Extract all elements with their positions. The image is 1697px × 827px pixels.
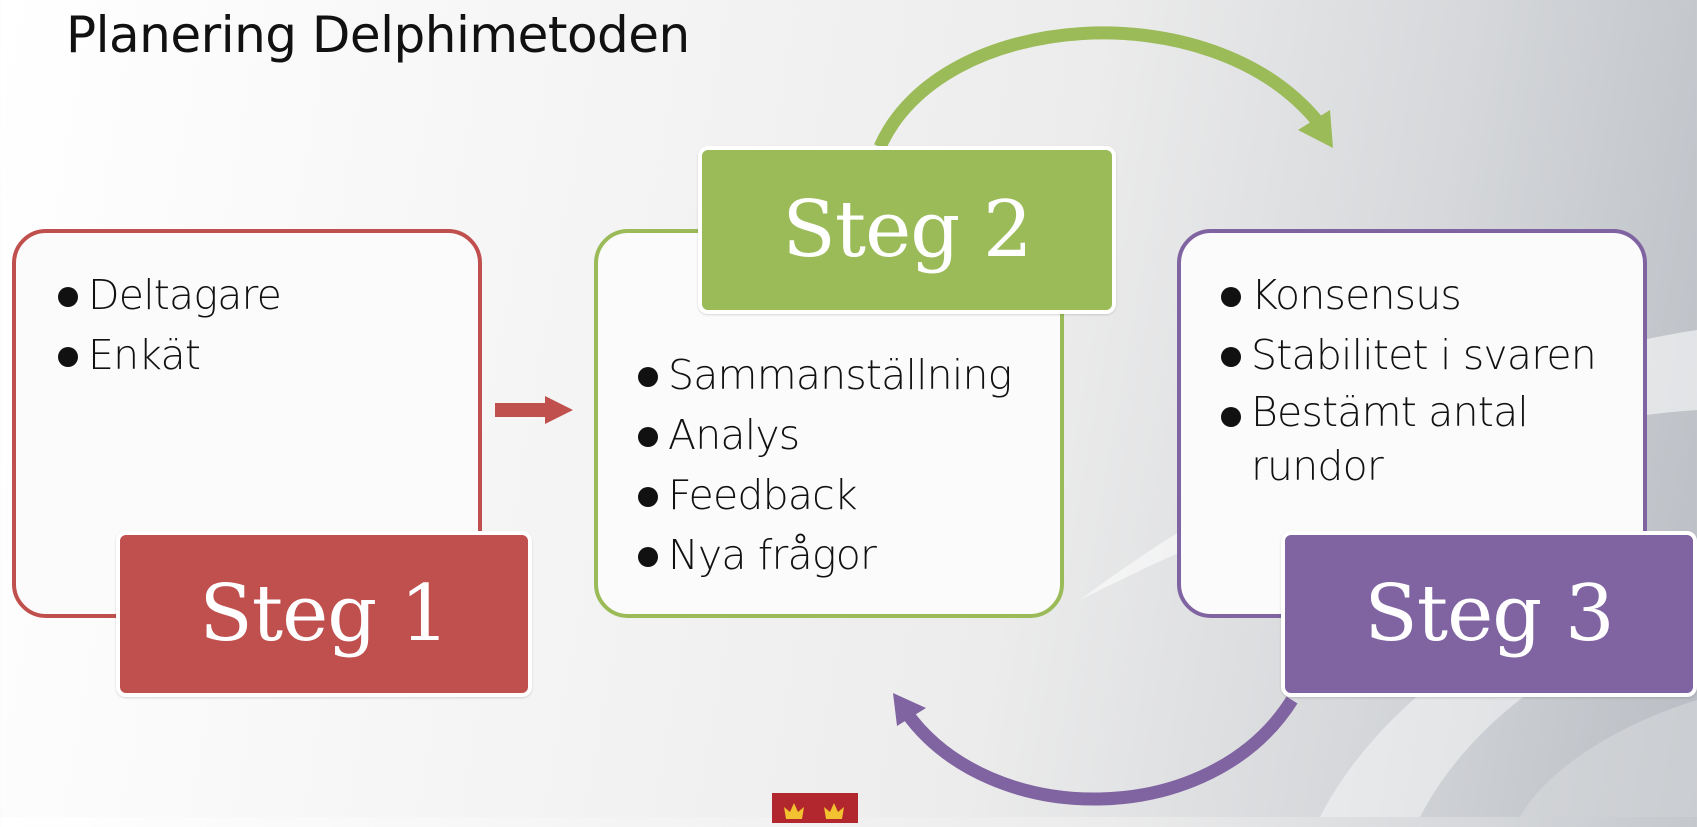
crown-emblem-icon	[772, 793, 858, 823]
step-2-bullet-list: Sammanställning Analys Feedback Nya fråg…	[636, 345, 1012, 585]
list-item: Analys	[636, 405, 1011, 465]
list-item: Feedback	[636, 465, 1011, 525]
list-item: Sammanställning	[636, 345, 1012, 405]
step-1-label: Steg 1	[116, 531, 532, 697]
step-2-label: Steg 2	[698, 146, 1116, 314]
step-3-label: Steg 3	[1281, 531, 1697, 697]
list-item: Stabilitet i svaren	[1219, 325, 1597, 385]
step-3-box: Konsensus Stabilitet i svaren Bestämt an…	[1177, 229, 1647, 618]
list-item: Bestämt antal rundor	[1219, 385, 1551, 493]
slide-title: Planering Delphimetoden	[66, 6, 690, 64]
list-item: Konsensus	[1219, 265, 1596, 325]
list-item: Nya frågor	[636, 525, 1011, 585]
step-3-bullet-list: Konsensus Stabilitet i svaren Bestämt an…	[1219, 265, 1597, 493]
list-item: Deltagare	[56, 265, 282, 325]
step-1-bullet-list: Deltagare Enkät	[56, 265, 282, 385]
list-item: Enkät	[56, 325, 281, 385]
